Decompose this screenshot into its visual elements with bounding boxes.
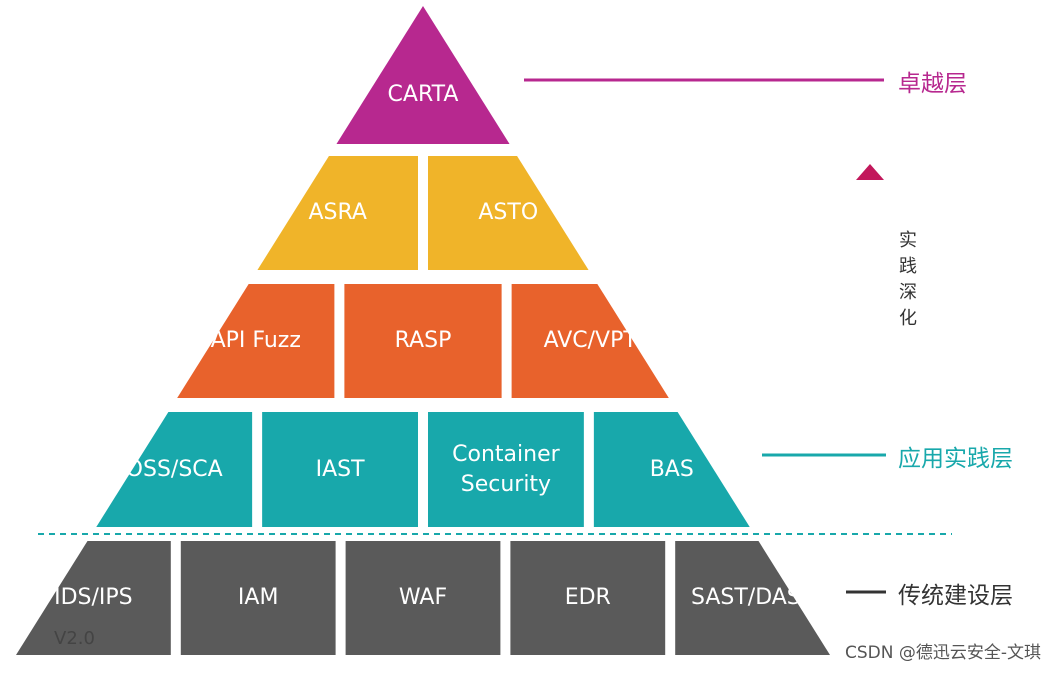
arrow-up-icon [856, 164, 884, 180]
pyramid-block-label: IDS/IPS [54, 585, 133, 610]
pyramid-block-iast [262, 412, 418, 527]
pyramid-block-asra [257, 156, 418, 270]
pyramid-block-sast-dast [675, 541, 830, 655]
pyramid-block-label: CARTA [387, 82, 459, 107]
pyramid-block-asto [428, 156, 589, 270]
pyramid-block-oss-sca [96, 412, 253, 527]
pyramid-block-waf [345, 541, 501, 655]
pyramid-block-label: API Fuzz [210, 328, 301, 353]
pyramid-block-rasp [344, 284, 502, 398]
layer-label-traditional: 传统建设层 [898, 583, 1013, 609]
pyramid-block-label: AVC/VPT [543, 328, 637, 353]
pyramid-block-avc-vpt [511, 284, 669, 398]
pyramid-block-label: OSS/SCA [125, 456, 223, 482]
pyramid-block-ids-ips [16, 541, 171, 655]
pyramid-block-label: EDR [564, 585, 611, 610]
practice-deepening-label: 实践深化 [899, 230, 917, 329]
pyramid-block-api-fuzz [177, 284, 335, 398]
pyramid-block-carta [336, 6, 510, 144]
pyramid-block-label: BAS [649, 456, 694, 482]
layer-label-application: 应用实践层 [898, 446, 1013, 472]
pyramid-block-label: ASRA [308, 200, 367, 225]
pyramid-block-label: ASTO [478, 200, 539, 225]
layer-label-excellence: 卓越层 [898, 71, 967, 97]
pyramid-block-edr [510, 541, 666, 655]
pyramid-block-iam [180, 541, 336, 655]
pyramid-block-label: IAST [315, 456, 365, 482]
pyramid-block-label: WAF [398, 585, 448, 610]
pyramid-block-container-security [428, 412, 584, 527]
watermark: CSDN @德迅云安全-文琪 [844, 643, 1041, 663]
version-label: V2.0 [54, 628, 95, 649]
pyramid-block-label: Container Security [452, 441, 560, 497]
pyramid-block-label: IAM [237, 585, 279, 610]
pyramid-block-label: SAST/DAST [690, 585, 815, 610]
pyramid-block-label: RASP [394, 328, 452, 353]
pyramid-block-bas [593, 412, 750, 527]
